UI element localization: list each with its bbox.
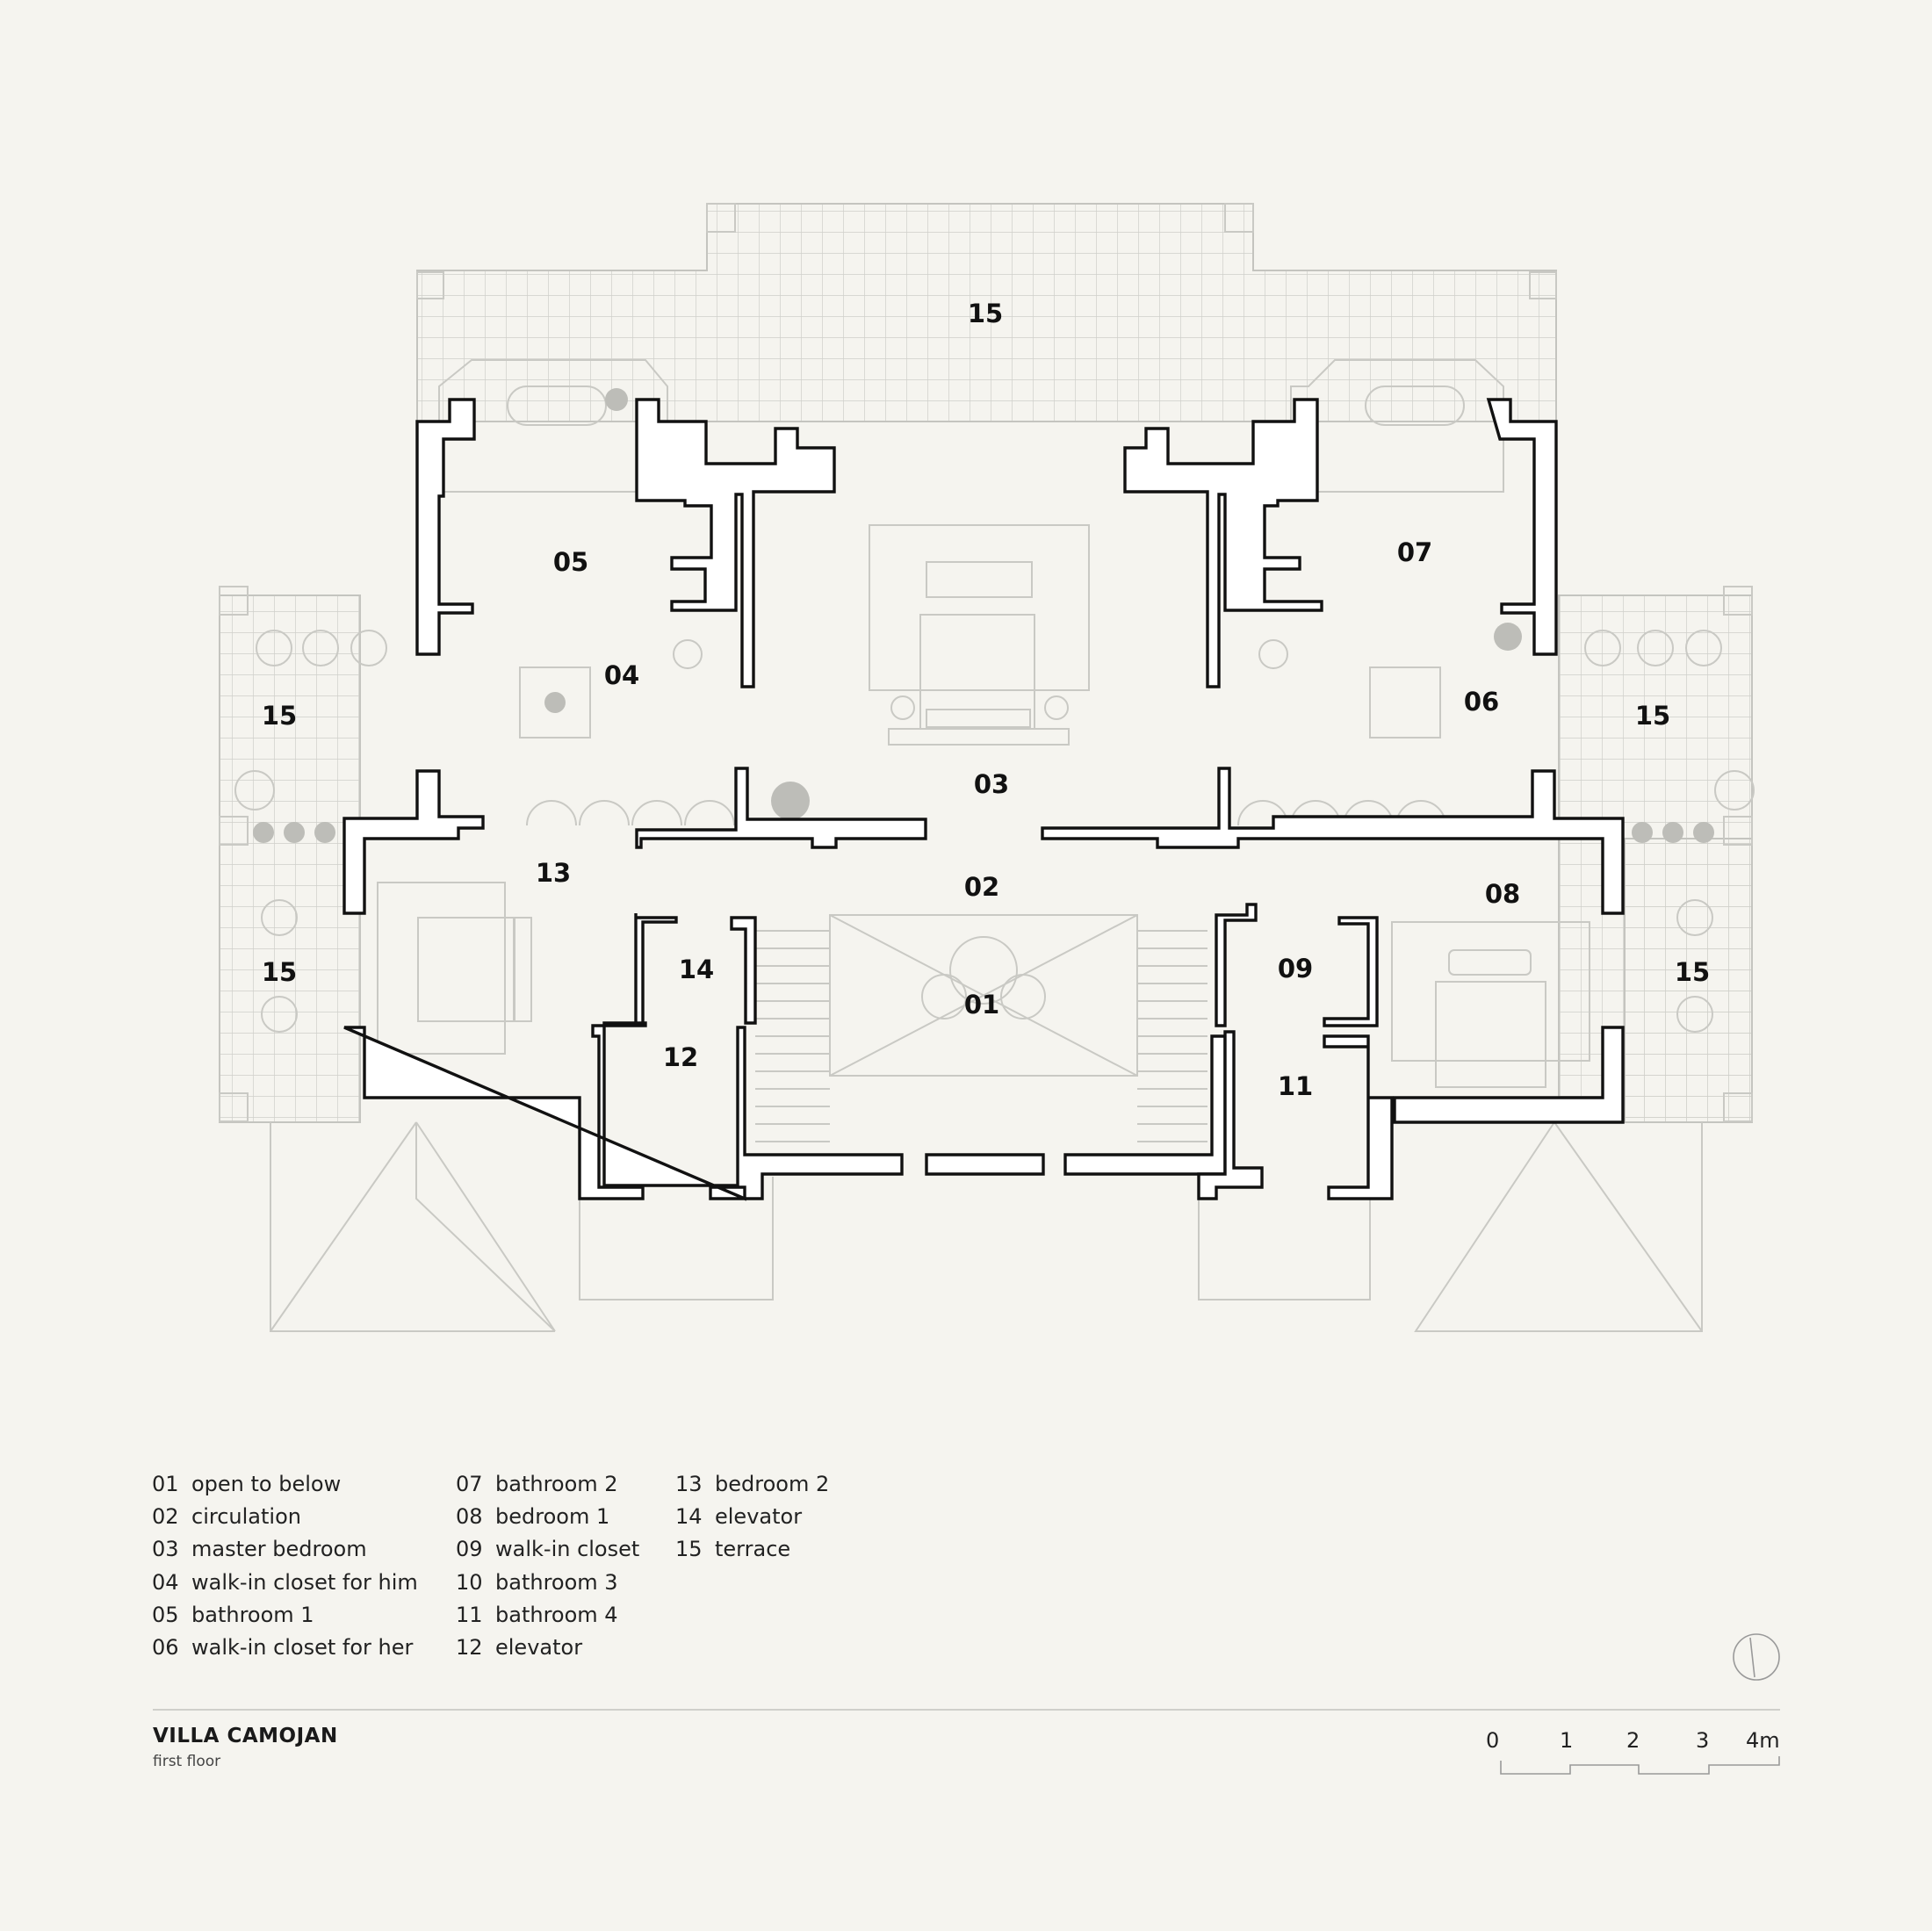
room-label-06: 06 <box>1464 687 1499 717</box>
plant-icon <box>253 822 274 843</box>
wall-segment <box>635 767 927 849</box>
wall-segment <box>415 398 476 656</box>
wall-segment <box>1197 1030 1264 1200</box>
plant-icon <box>544 692 566 713</box>
wall-segment <box>342 769 485 915</box>
room-label-01: 01 <box>964 990 999 1020</box>
room-label-07: 07 <box>1397 537 1432 567</box>
room-labels: 15 05 04 07 06 15 15 03 13 02 08 14 09 1… <box>262 299 1710 1101</box>
wall-segment <box>730 916 757 1025</box>
wall-segment <box>1041 767 1625 915</box>
wall-segment <box>1393 1026 1625 1124</box>
walls <box>342 398 1625 1201</box>
drawing-subtitle: first floor <box>153 1753 221 1770</box>
wall-segment <box>1323 1034 1394 1200</box>
wall-segment <box>1486 398 1558 656</box>
room-label-08: 08 <box>1485 879 1520 909</box>
terrace-right-lower <box>1624 838 1753 1123</box>
room-label-15-left: 15 <box>262 701 297 731</box>
room-label-02: 02 <box>964 872 999 902</box>
room-label-15-lower-right: 15 <box>1675 957 1710 987</box>
wall-segment <box>343 1021 904 1201</box>
room-label-05: 05 <box>553 547 588 577</box>
room-label-15-right: 15 <box>1635 701 1670 731</box>
scale-bar <box>1500 1756 1780 1775</box>
wall-segment <box>1323 916 1379 1027</box>
room-label-15-top: 15 <box>968 299 1003 328</box>
room-label-03: 03 <box>974 769 1009 799</box>
terrace-left <box>219 594 361 1123</box>
plant-icon <box>605 388 628 411</box>
scale-label-3: 3 <box>1696 1728 1710 1753</box>
plant-icon <box>1662 822 1683 843</box>
plant-icons <box>253 388 1714 843</box>
scale-label-0: 0 <box>1486 1728 1500 1753</box>
plant-icon <box>1632 822 1653 843</box>
title-block: VILLA CAMOJAN first floor <box>153 1725 338 1770</box>
scale-label-1: 1 <box>1560 1728 1574 1753</box>
room-label-13: 13 <box>536 858 571 888</box>
room-label-09: 09 <box>1278 954 1313 984</box>
wall-segment <box>1215 903 1258 1027</box>
wall-segment <box>1063 1034 1227 1176</box>
room-label-12: 12 <box>663 1042 698 1072</box>
plant-icon <box>284 822 305 843</box>
wall-segment <box>634 913 678 1025</box>
wall-segment <box>1123 398 1323 688</box>
room-label-11: 11 <box>1278 1071 1313 1101</box>
plant-icon <box>771 782 810 820</box>
scale-label-2: 2 <box>1626 1728 1640 1753</box>
plant-icon <box>1494 623 1522 651</box>
room-label-14: 14 <box>679 955 714 984</box>
terrace-areas <box>219 203 1753 1123</box>
room-label-15-lower-left: 15 <box>262 957 297 987</box>
divider <box>153 1709 1780 1711</box>
scale-label-4m: 4m <box>1746 1728 1780 1753</box>
wall-segment <box>635 398 836 688</box>
plant-icon <box>1693 822 1714 843</box>
drawing-title: VILLA CAMOJAN <box>153 1725 338 1747</box>
room-label-04: 04 <box>604 660 639 690</box>
north-arrow-icon <box>1733 1633 1780 1681</box>
wall-segment <box>925 1153 1045 1176</box>
plant-icon <box>314 822 335 843</box>
